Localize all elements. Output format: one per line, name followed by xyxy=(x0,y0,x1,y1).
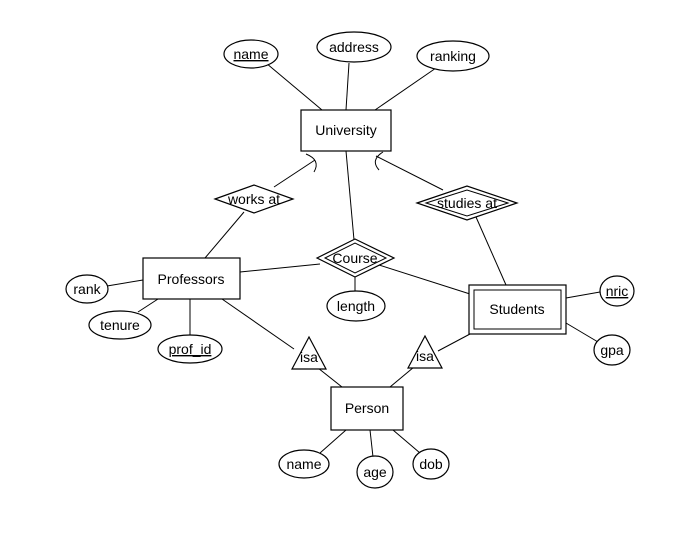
entity-professors-label: Professors xyxy=(158,271,225,287)
attr-person-dob-label: dob xyxy=(419,456,443,472)
line-person-dob xyxy=(392,429,421,454)
relationship-course-identifying: Course xyxy=(315,238,396,278)
attr-person-age: age xyxy=(356,455,394,489)
attr-university-address: address xyxy=(316,31,392,63)
line-university-name xyxy=(265,62,323,111)
line-works-at-professors xyxy=(204,211,245,259)
arc-university-studies-at xyxy=(374,151,384,171)
line-course-professors xyxy=(239,263,321,273)
line-studies-at-students xyxy=(475,216,507,286)
attr-person-dob: dob xyxy=(412,448,450,480)
line-students-nric xyxy=(565,291,601,299)
attr-professor-rank: rank xyxy=(65,274,109,304)
isa-professor-label: isa xyxy=(300,349,318,365)
entity-students-label: Students xyxy=(489,301,544,317)
line-university-course xyxy=(345,150,355,241)
attr-professor-tenure: tenure xyxy=(88,310,152,340)
relationship-course-label: Course xyxy=(332,250,377,266)
attr-student-nric-label: nric xyxy=(606,283,629,299)
line-professors-tenure xyxy=(137,298,159,313)
relationship-studies-at-identifying: studies at xyxy=(415,185,519,221)
attr-professor-prof-id-label: prof_id xyxy=(169,341,212,357)
line-students-gpa xyxy=(565,322,599,343)
entity-person: Person xyxy=(330,386,404,431)
attr-course-length: length xyxy=(326,290,386,322)
isa-student-label: isa xyxy=(416,348,434,364)
isa-student-triangle: isa xyxy=(407,334,443,369)
attr-professor-rank-label: rank xyxy=(73,281,101,297)
entity-person-label: Person xyxy=(345,400,389,416)
entity-university: University xyxy=(300,109,392,152)
attr-person-name-label: name xyxy=(286,456,321,472)
line-university-works-at xyxy=(273,159,316,188)
connector-lines xyxy=(106,62,601,458)
line-university-address xyxy=(345,62,350,111)
isa-professor-triangle: isa xyxy=(291,335,327,370)
line-isa-person-right xyxy=(389,366,415,388)
attr-university-name: name xyxy=(223,39,279,69)
attr-university-address-label: address xyxy=(329,39,379,55)
attr-person-age-label: age xyxy=(363,464,387,480)
line-isa-person-left xyxy=(317,367,343,388)
attr-university-ranking: ranking xyxy=(416,40,490,72)
line-professors-rank xyxy=(106,279,144,287)
relationship-works-at: works at xyxy=(213,184,295,214)
line-students-isa xyxy=(437,333,471,352)
attr-student-nric: nric xyxy=(599,275,635,307)
attr-university-ranking-label: ranking xyxy=(430,48,476,64)
attr-university-name-label: name xyxy=(233,46,268,62)
attr-person-name: name xyxy=(278,449,330,479)
attr-student-gpa-label: gpa xyxy=(600,342,624,358)
arc-university-works-at xyxy=(305,153,317,173)
attr-course-length-label: length xyxy=(337,298,375,314)
relationship-studies-at-label: studies at xyxy=(437,195,497,211)
line-professors-isa xyxy=(221,298,295,350)
relationship-works-at-label: works at xyxy=(227,191,280,207)
line-person-name xyxy=(319,429,347,454)
entity-university-label: University xyxy=(315,122,376,138)
line-university-ranking xyxy=(374,67,437,111)
entity-students-weak: Students xyxy=(468,284,567,335)
line-course-students xyxy=(375,263,471,295)
attr-student-gpa: gpa xyxy=(593,334,631,366)
attr-professor-prof-id: prof_id xyxy=(157,334,223,364)
attr-professor-tenure-label: tenure xyxy=(100,317,140,333)
line-university-studies-at xyxy=(375,155,444,191)
line-person-age xyxy=(369,429,374,458)
entity-professors: Professors xyxy=(142,257,241,300)
